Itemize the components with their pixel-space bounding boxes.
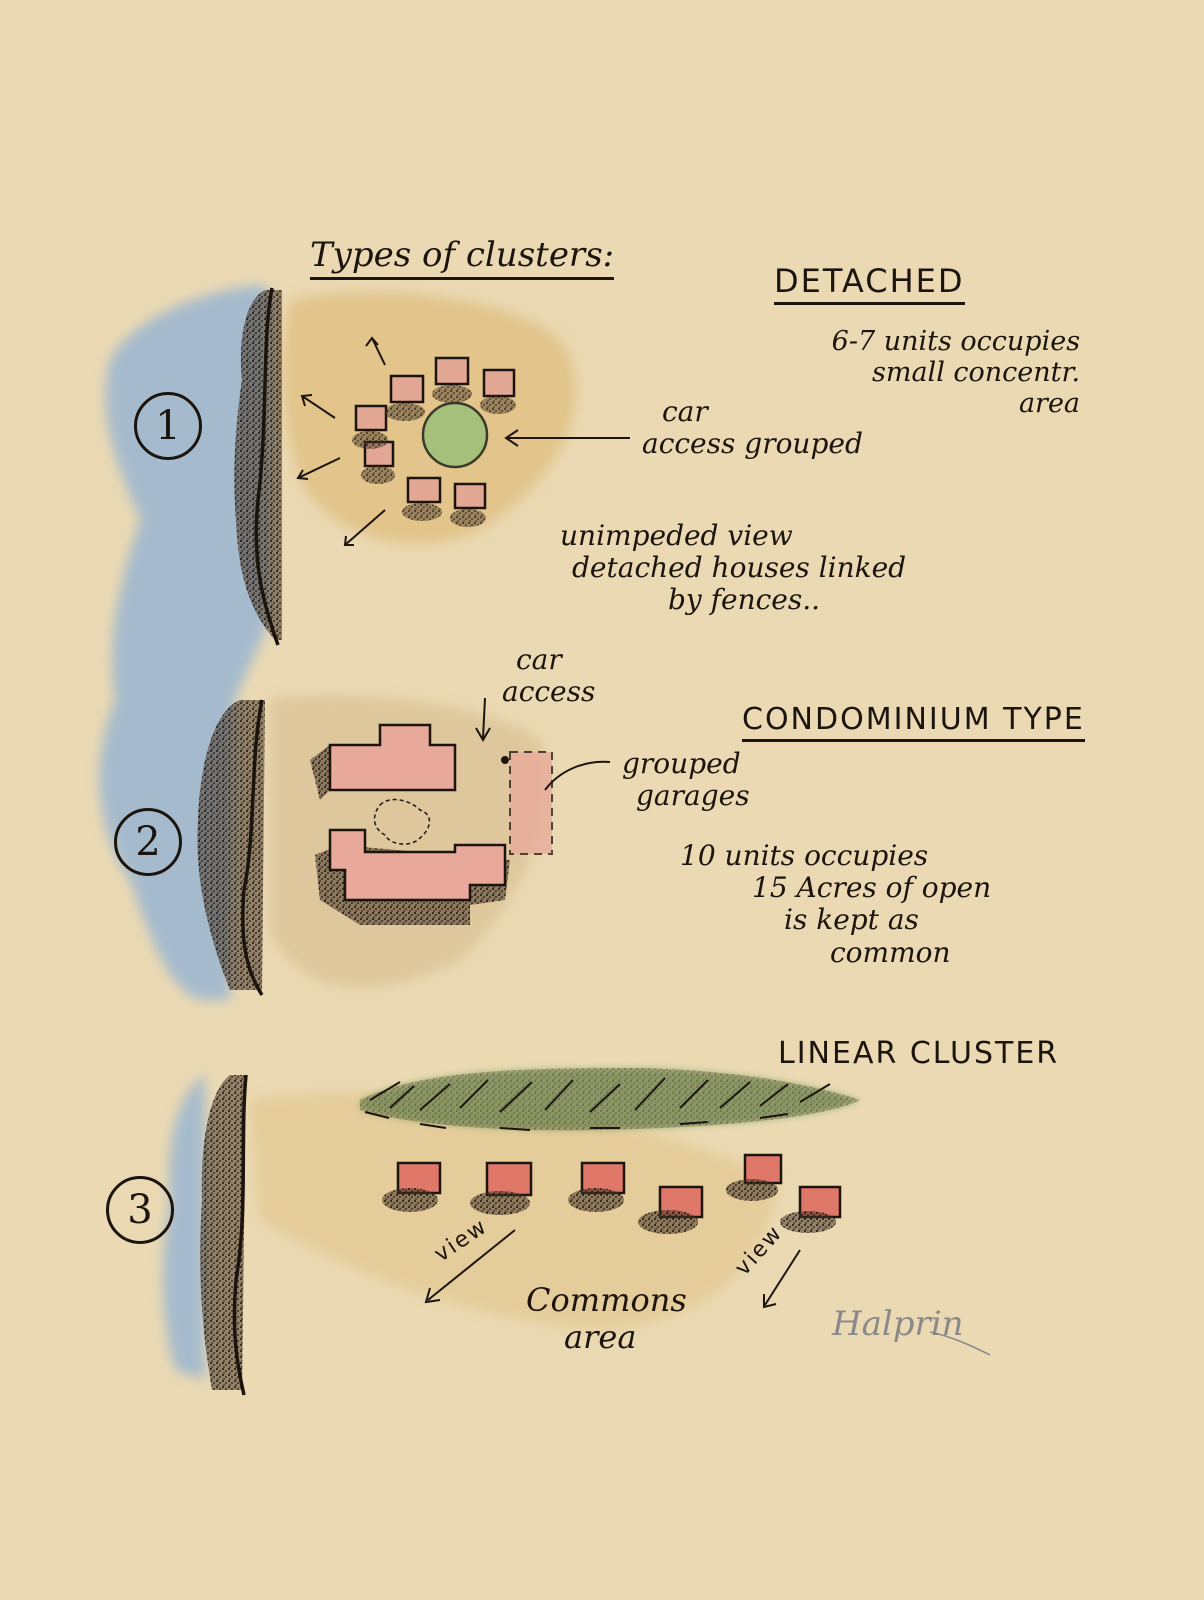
note-car-access-grouped: car access grouped — [642, 395, 863, 461]
condominium-cluster-plan — [310, 697, 611, 925]
house-marker — [406, 476, 442, 504]
note-commons-area: Commons area — [526, 1282, 687, 1356]
linear-cluster-plan — [360, 1068, 860, 1309]
note-line: common — [830, 935, 951, 969]
cliff-edges — [197, 287, 282, 1396]
condo-block-north — [328, 723, 457, 792]
section-heading-linear: LINEAR CLUSTER — [778, 1036, 1060, 1071]
note-line: 6-7 units occupies — [831, 326, 1081, 357]
page-title: Types of clusters: — [310, 235, 615, 281]
house-marker — [389, 374, 425, 404]
house-marker — [580, 1161, 626, 1195]
detached-cluster-plan — [296, 336, 630, 546]
note-line: is kept as — [784, 903, 919, 937]
note-line: unimpeded view — [560, 519, 793, 552]
note-line: access grouped — [642, 427, 863, 461]
house-marker — [453, 482, 487, 510]
house-marker — [434, 356, 470, 386]
note-line: by fences.. — [668, 583, 821, 617]
house-marker — [743, 1153, 783, 1185]
note-unimpeded-view: unimpeded view detached houses linked by… — [560, 519, 907, 617]
house-marker — [482, 368, 516, 398]
artist-signature: Halprin — [832, 1304, 964, 1344]
note-line: car — [662, 395, 708, 428]
condo-block-south — [328, 828, 507, 902]
signature-tail — [929, 1331, 991, 1356]
section-number-3: 3 — [106, 1176, 174, 1244]
note-line: small concentr. — [872, 357, 1081, 389]
note-line: area — [564, 1317, 637, 1356]
shared-green — [421, 401, 489, 469]
note-line: detached houses linked — [572, 551, 907, 585]
grouped-garages — [509, 751, 553, 855]
note-line: grouped — [622, 747, 741, 780]
section-heading-condominium: CONDOMINIUM TYPE — [742, 702, 1085, 742]
note-line: car — [516, 643, 562, 676]
note-grouped-garages: grouped garages — [622, 747, 750, 813]
note-units-acres: 10 units occupies 15 Acres of open is ke… — [680, 839, 992, 969]
section-number-1: 1 — [134, 392, 202, 460]
note-car-access: car access — [502, 643, 596, 709]
note-units-occupies: 6-7 units occupies small concentr. area — [762, 326, 1080, 419]
note-line: access — [502, 675, 596, 709]
note-line: garages — [636, 779, 750, 813]
section-heading-detached: DETACHED — [774, 262, 965, 305]
house-marker — [354, 404, 388, 432]
note-line: area — [1018, 388, 1081, 420]
note-line: 10 units occupies — [680, 839, 929, 872]
note-line: 15 Acres of open — [752, 871, 992, 905]
house-marker — [485, 1161, 533, 1197]
note-line: Commons — [526, 1281, 687, 1319]
section-number-2: 2 — [114, 808, 182, 876]
